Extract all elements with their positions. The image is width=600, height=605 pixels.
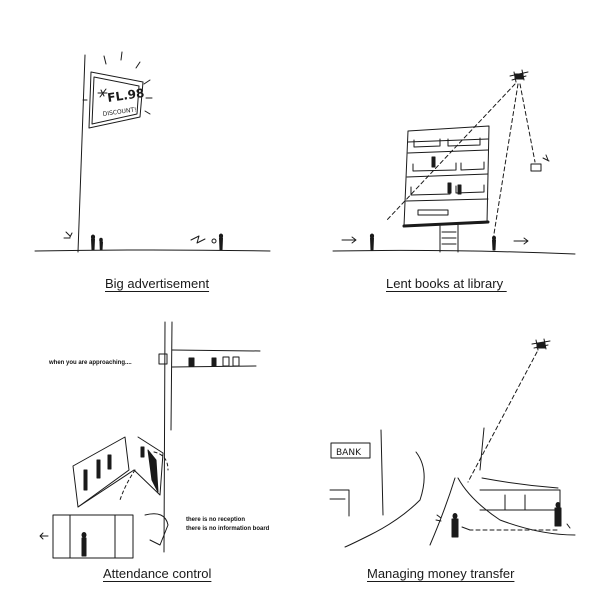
book-box <box>530 163 542 172</box>
arrow-right-icon <box>341 236 357 244</box>
arrow-left-icon <box>39 532 49 540</box>
person-figure <box>554 502 562 527</box>
billboard-subtext: DISCOUNT! <box>102 106 137 118</box>
bank-sign-text: BANK <box>336 448 362 458</box>
arrow-right-icon <box>513 237 529 245</box>
panel-managing-money-transfer: BANK <box>329 338 576 548</box>
person-figure <box>451 513 459 538</box>
ground-line <box>34 249 271 252</box>
caption-big-advertisement: Big advertisement <box>105 276 210 291</box>
bank-sign <box>330 442 371 459</box>
panel-big-advertisement: FL.98 DISCOUNT! <box>34 51 271 253</box>
billboard-pole <box>77 54 86 253</box>
burst-icon <box>97 88 108 98</box>
billboard-text: FL.98 <box>106 86 145 105</box>
panel-lent-books-at-library <box>332 69 576 255</box>
note-no-information-board: there is no information board <box>186 526 270 532</box>
person-figure <box>369 233 375 251</box>
person-figure <box>492 235 496 251</box>
caption-managing-money-transfer: Managing money transfer <box>367 566 515 581</box>
person-figure <box>218 233 224 251</box>
drone-icon <box>509 69 529 83</box>
person-figure <box>99 237 103 251</box>
caption-attendance-control: Attendance control <box>103 566 212 581</box>
ground-line <box>332 249 576 255</box>
entrance-frame <box>52 514 134 559</box>
drone-icon <box>531 338 551 351</box>
person-figure <box>81 532 87 557</box>
caption-lent-books-at-library: Lent books at library <box>386 276 507 291</box>
person-figure <box>90 234 96 251</box>
note-approaching: when you are approaching.... <box>49 360 132 366</box>
note-no-reception: there is no reception <box>186 517 246 523</box>
sensor-box <box>158 353 168 365</box>
panel-attendance-control <box>39 321 261 559</box>
billboard <box>88 71 144 129</box>
